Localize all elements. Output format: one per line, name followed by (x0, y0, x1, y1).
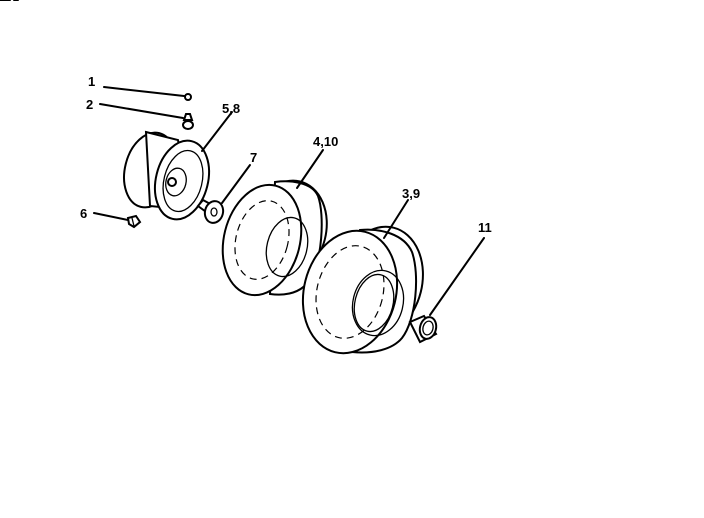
part-7-bushing (196, 164, 251, 224)
part-4-10-tire (221, 149, 328, 297)
callout-11: 11 (478, 220, 492, 235)
callout-6: 6 (80, 206, 87, 221)
part-1-valve-cap (103, 86, 192, 101)
callout-5-8: 5,8 (222, 101, 240, 116)
callout-7: 7 (250, 150, 257, 165)
callout-4-10: 4,10 (313, 134, 338, 149)
part-5-8-wheel-rim (123, 111, 233, 221)
part-11-bearing (408, 237, 485, 344)
callout-3-9: 3,9 (402, 186, 420, 201)
part-2-valve-stem (99, 103, 194, 130)
part-3-9-tire (301, 199, 424, 355)
part-6-grease-fitting (93, 212, 142, 229)
callout-2: 2 (86, 97, 93, 112)
callout-1: 1 (88, 74, 95, 89)
